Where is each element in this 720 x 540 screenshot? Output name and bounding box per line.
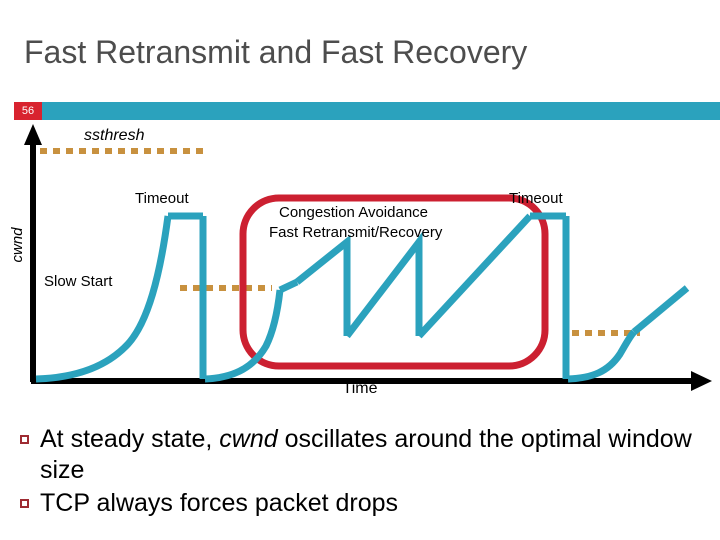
header-accent-bar <box>41 102 720 120</box>
highlight-region-box <box>239 194 549 370</box>
bullet-1-prefix: At steady state, <box>40 425 220 453</box>
bullet-2-prefix: TCP always forces packet drops <box>40 489 399 517</box>
chart-label-ssthresh: ssthresh <box>84 127 145 144</box>
slide-number-badge: 56 <box>14 102 42 120</box>
bullet-list: At steady state, cwnd oscillates around … <box>20 424 710 521</box>
cwnd-vs-time-chart: ssthresh Timeout Timeout Slow Start Cong… <box>0 118 720 418</box>
square-bullet-icon <box>20 435 29 444</box>
chart-canvas <box>24 124 712 391</box>
bullet-1-suffix: oscillates around the optimal window siz… <box>40 425 692 484</box>
chart-label-timeout-second: Timeout <box>509 190 563 207</box>
bullet-text-2: TCP always forces packet drops <box>40 488 710 519</box>
chart-axes <box>24 124 712 391</box>
list-item: TCP always forces packet drops <box>20 488 710 519</box>
chart-label-slow-start: Slow Start <box>44 273 113 290</box>
chart-axis-label-time: Time <box>342 380 378 397</box>
page-title: Fast Retransmit and Fast Recovery <box>24 34 528 70</box>
bullet-text-1: At steady state, cwnd oscillates around … <box>40 424 710 486</box>
square-bullet-icon <box>20 499 29 508</box>
cwnd-trace <box>35 212 690 383</box>
bullet-1-emphasis: cwnd <box>219 425 278 453</box>
list-item: At steady state, cwnd oscillates around … <box>20 424 710 486</box>
header-rule: 56 <box>0 102 720 120</box>
chart-axis-label-cwnd: cwnd <box>9 227 26 263</box>
chart-label-congestion-avoidance: Congestion Avoidance <box>279 204 429 221</box>
ssthresh-dashed-lines <box>40 148 640 336</box>
chart-label-timeout-first: Timeout <box>135 190 189 207</box>
chart-label-fast-retransmit-recovery: Fast Retransmit/Recovery <box>269 224 443 241</box>
